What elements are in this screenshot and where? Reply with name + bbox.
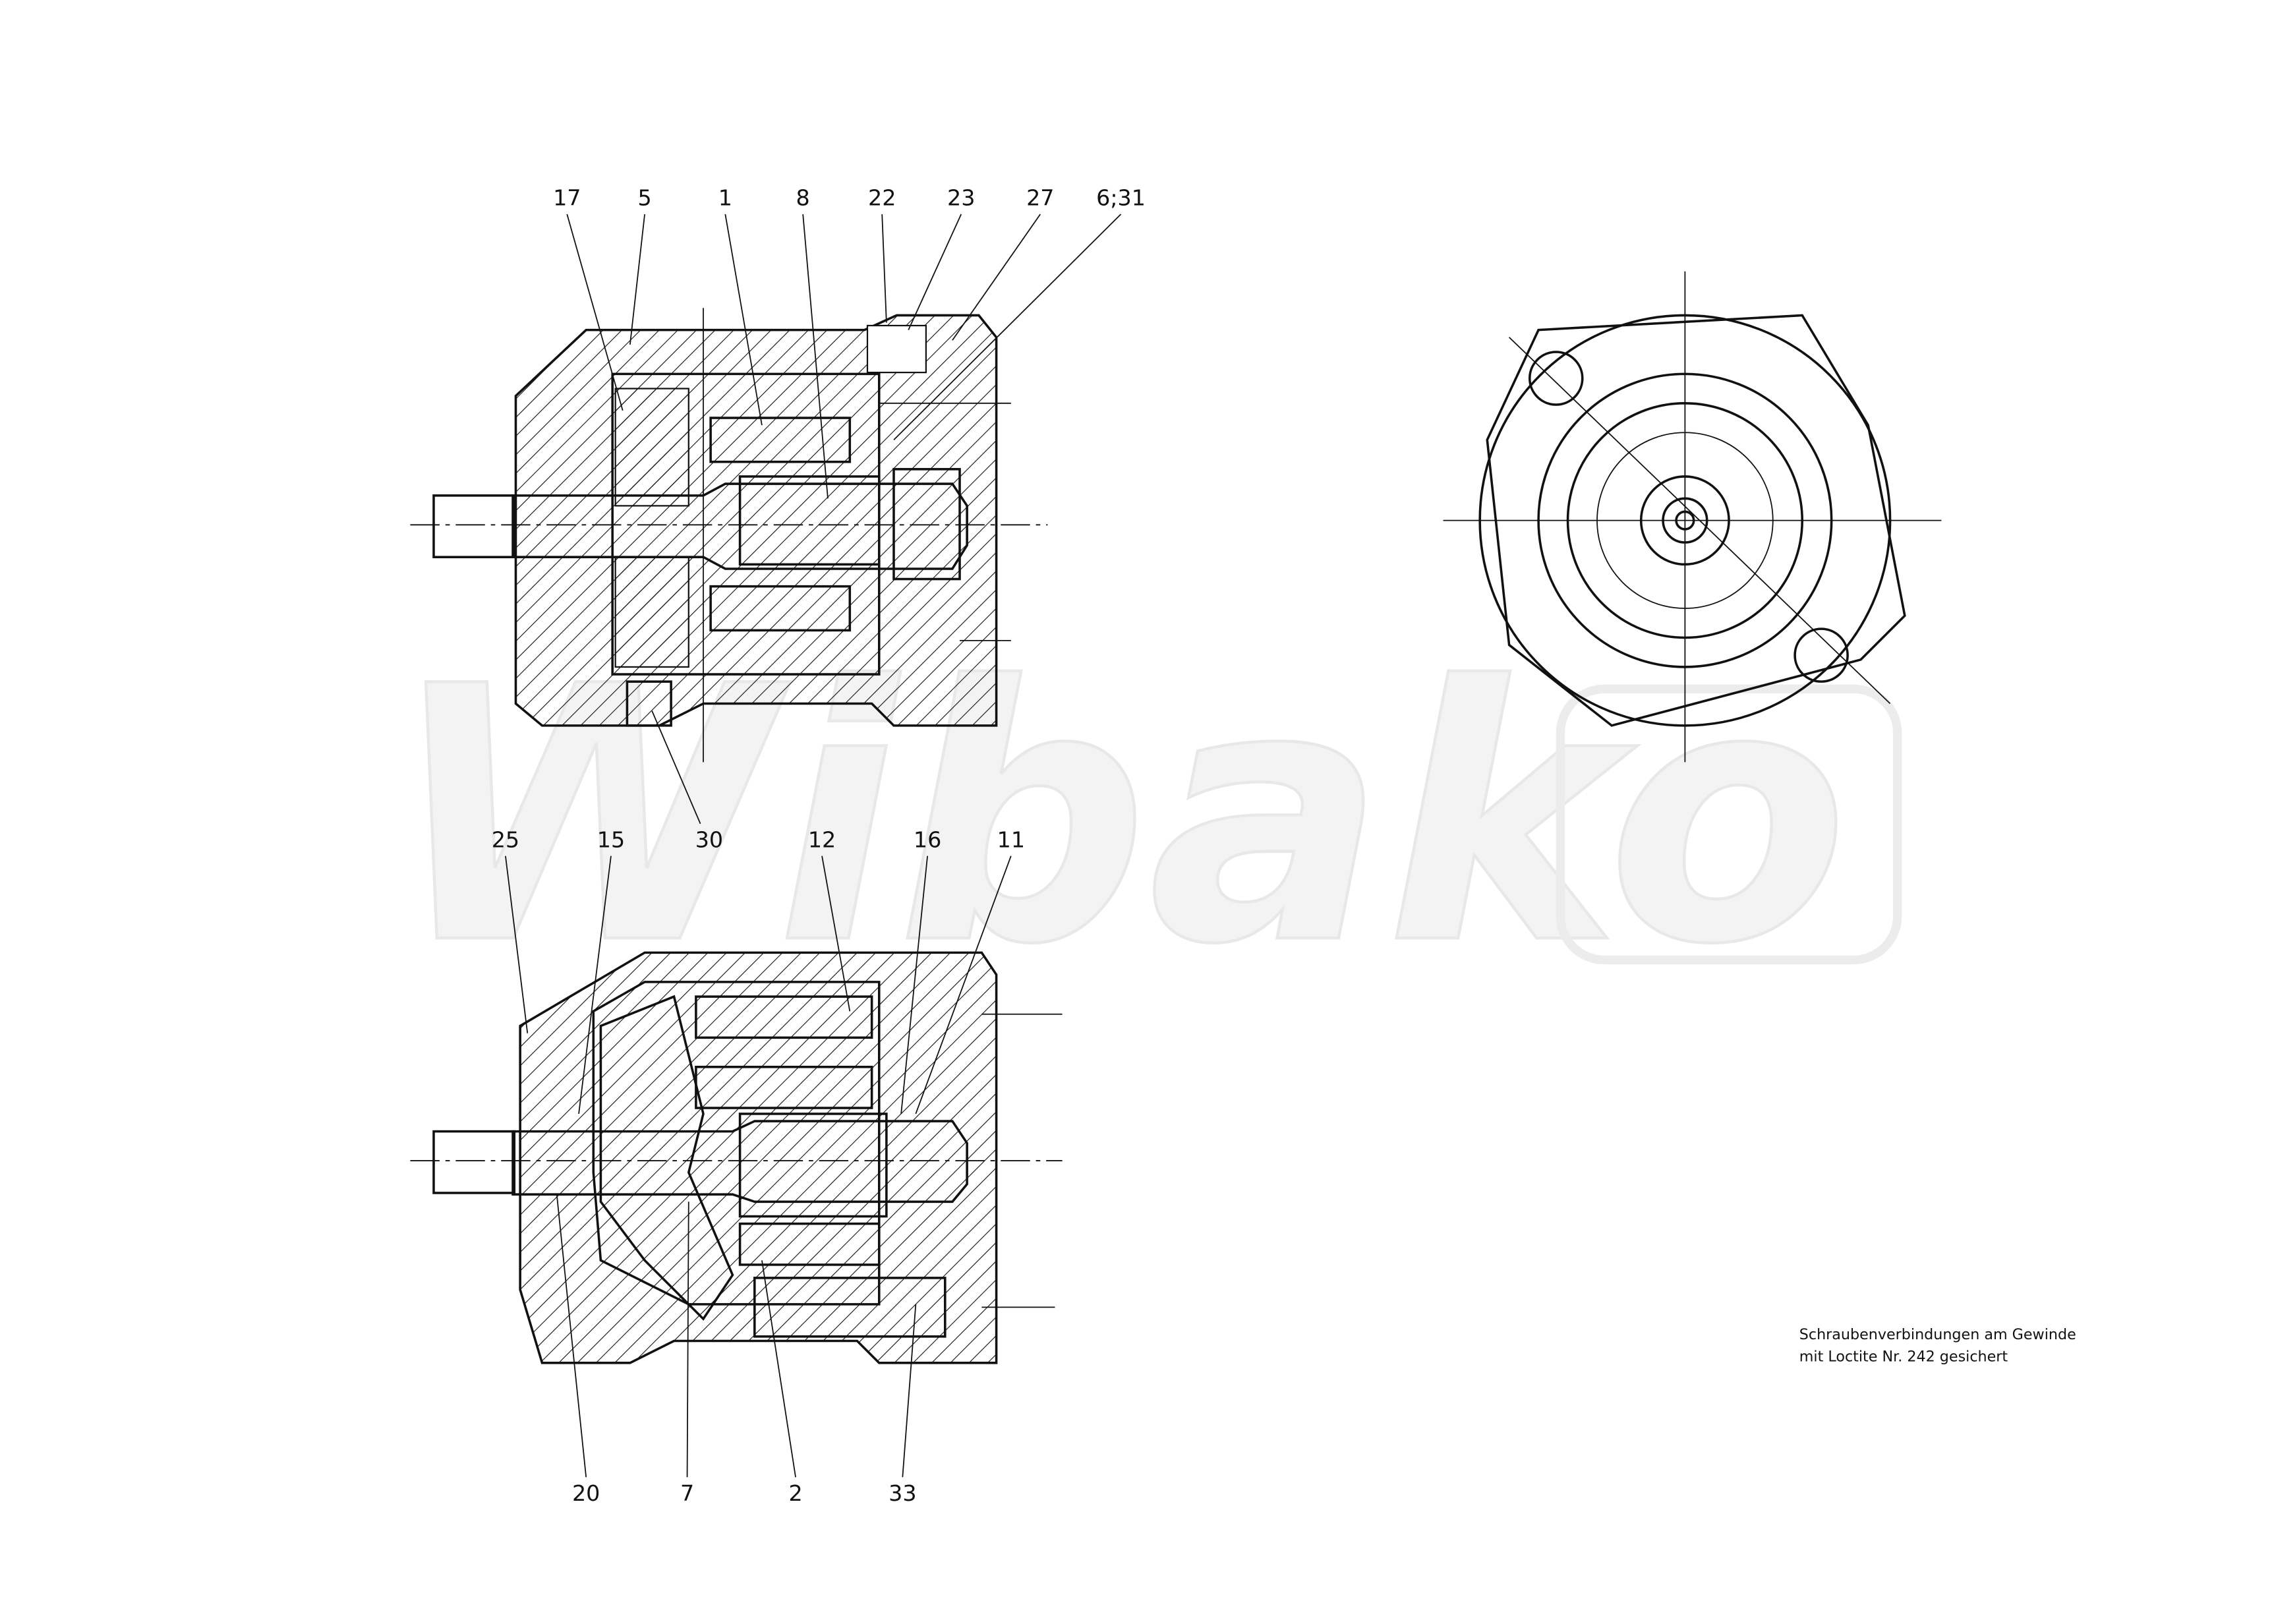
callout-5: 5 [637,185,651,211]
callout-16: 16 [914,826,941,852]
callout-12: 12 [808,826,836,852]
callout-8: 8 [796,185,810,211]
top-labels: 17 5 1 8 22 23 27 6;31 30 [553,185,1146,853]
callout-1: 1 [718,185,732,211]
end-view [1443,271,1942,763]
callout-15: 15 [597,826,625,852]
callout-27: 27 [1026,185,1054,211]
callout-22: 22 [868,185,896,211]
callout-17: 17 [553,185,581,211]
note-line-1: Schraubenverbindungen am Gewinde [1799,1326,2076,1343]
callout-20: 20 [572,1480,600,1506]
callout-6-31: 6;31 [1096,185,1146,211]
note-line-2: mit Loctite Nr. 242 gesichert [1799,1348,2008,1366]
callout-30: 30 [695,826,723,852]
bottom-section-view [410,951,1063,1364]
callout-11: 11 [997,826,1025,852]
callout-33: 33 [889,1480,916,1506]
watermark-logo-icon [1556,684,1902,965]
callout-23: 23 [947,185,975,211]
callout-7: 7 [680,1480,694,1506]
callout-2: 2 [788,1480,802,1506]
top-section-view [410,308,1048,763]
bottom-labels: 25 15 12 16 11 20 7 2 33 [492,826,1025,1505]
callout-25: 25 [492,826,519,852]
